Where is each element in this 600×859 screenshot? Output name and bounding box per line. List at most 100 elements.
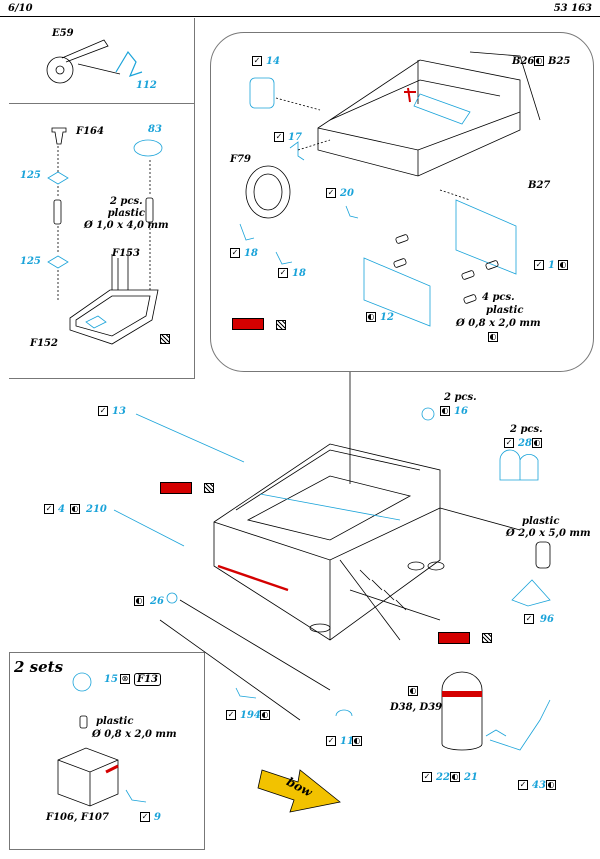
note-plastic-lid: plastic <box>96 716 134 727</box>
part-number-16: 16 <box>454 406 468 417</box>
fold-icon: ◐ <box>558 260 568 270</box>
part-15 <box>72 672 92 692</box>
part-number-20: 20 <box>340 188 354 199</box>
bend-icon: ✓ <box>422 772 432 782</box>
label-d38-d39: D38, D39 <box>390 702 443 713</box>
panel-left-mid <box>9 103 195 379</box>
label-b25: B25 <box>548 56 571 67</box>
part-9 <box>125 789 147 803</box>
part-number-11: 11 <box>340 736 354 747</box>
note-two-pcs-28: 2 pcs. <box>510 424 543 435</box>
paint-swatch-hull <box>160 482 192 494</box>
label-f164: F164 <box>76 126 104 137</box>
bend-icon: ✓ <box>140 812 150 822</box>
label-b26: B26 <box>512 56 535 67</box>
note-plastic-rod: plastic <box>522 516 560 527</box>
part-4 <box>113 509 185 547</box>
bend-icon: ✓ <box>518 780 528 790</box>
page-number: 6/10 <box>8 3 33 14</box>
bend-icon: ✓ <box>524 614 534 624</box>
fold-icon: ◐ <box>70 504 80 514</box>
part-22 <box>485 729 507 737</box>
photoetch-icon <box>276 320 286 330</box>
bend-icon: ✓ <box>252 56 262 66</box>
part-18b <box>275 251 293 265</box>
part-18a <box>239 223 255 241</box>
part-number-125a: 125 <box>20 170 41 181</box>
fold-icon: ◐ <box>534 56 544 66</box>
part-number-18a: 18 <box>244 248 258 259</box>
fold-icon: ◐ <box>440 406 450 416</box>
fold-icon: ◐ <box>352 736 362 746</box>
bend-icon: ✓ <box>230 248 240 258</box>
fold-icon: ◐ <box>260 710 270 720</box>
part-number-15: 15 <box>104 674 118 685</box>
f106-container <box>57 747 119 807</box>
header-rule <box>0 16 600 17</box>
bow-arrow-shape <box>257 769 341 813</box>
part-number-96: 96 <box>540 614 554 625</box>
leader-112 <box>77 63 121 75</box>
bend-icon: ✓ <box>326 188 336 198</box>
f152-frame <box>69 250 159 345</box>
part-194 <box>235 687 257 699</box>
part-125b <box>47 255 69 269</box>
label-f13: F13 <box>134 673 162 686</box>
f164-knob <box>51 127 67 145</box>
plastic-rod-c <box>535 541 551 569</box>
part-number-210: 210 <box>86 504 107 515</box>
part-125a <box>47 171 69 185</box>
note-two-pcs-plastic: 2 pcs. plastic Ø 1,0 x 4,0 mm <box>84 196 169 231</box>
fold-icon: ◐ <box>366 312 376 322</box>
part-43 <box>489 699 551 751</box>
part-number-17: 17 <box>288 132 302 143</box>
e59-part <box>46 39 109 84</box>
fold-icon: ◐ <box>134 596 144 606</box>
part-83 <box>133 139 163 157</box>
bend-icon: ✓ <box>274 132 284 142</box>
part-28 <box>499 449 539 481</box>
part-number-13: 13 <box>112 406 126 417</box>
note-dim-upper: Ø 0,8 x 2,0 mm <box>456 318 541 329</box>
part-112-etch <box>115 50 143 77</box>
photoetch-icon <box>482 633 492 643</box>
part-number-14: 14 <box>266 56 280 67</box>
fold-icon: ◐ <box>532 438 542 448</box>
panel-right-rounded <box>210 32 594 372</box>
label-f152: F152 <box>30 338 58 349</box>
part-11 <box>335 709 353 717</box>
sets-title: 2 sets <box>14 658 64 676</box>
part-number-194: 194 <box>240 710 261 721</box>
plastic-icon: ⊗ <box>120 674 130 684</box>
fold-icon: ◐ <box>546 780 556 790</box>
note-dim-lid: Ø 0,8 x 2,0 mm <box>92 729 177 740</box>
paint-swatch-upper <box>232 318 264 330</box>
f79-tyre <box>245 165 291 219</box>
plastic-rod-a <box>53 199 62 225</box>
photoetch-icon <box>204 483 214 493</box>
part-number-18b: 18 <box>292 268 306 279</box>
main-hull <box>159 443 521 721</box>
bend-icon: ✓ <box>278 268 288 278</box>
bend-icon: ✓ <box>504 438 514 448</box>
part-number-125b: 125 <box>20 256 41 267</box>
part-16 <box>421 407 435 421</box>
bend-icon: ✓ <box>44 504 54 514</box>
plastic-rod-b <box>145 197 154 223</box>
part-number-43: 43 <box>532 780 546 791</box>
note-two-pcs-16: 2 pcs. <box>444 392 477 403</box>
paint-swatch-tank <box>438 632 470 644</box>
label-b27: B27 <box>528 180 551 191</box>
part-13 <box>135 413 245 463</box>
upper-box <box>317 51 541 177</box>
note-plastic-upper: plastic <box>486 305 524 316</box>
photoetch-icon <box>160 334 170 344</box>
part-number-4: 4 <box>58 504 65 515</box>
part-number-28: 28 <box>518 438 532 449</box>
part-26 <box>166 592 178 604</box>
part-number-22: 22 <box>436 772 450 783</box>
bend-icon: ✓ <box>226 710 236 720</box>
part-96 <box>511 579 551 607</box>
bend-icon: ✓ <box>534 260 544 270</box>
note-dim-rod: Ø 2,0 x 5,0 mm <box>506 528 591 539</box>
